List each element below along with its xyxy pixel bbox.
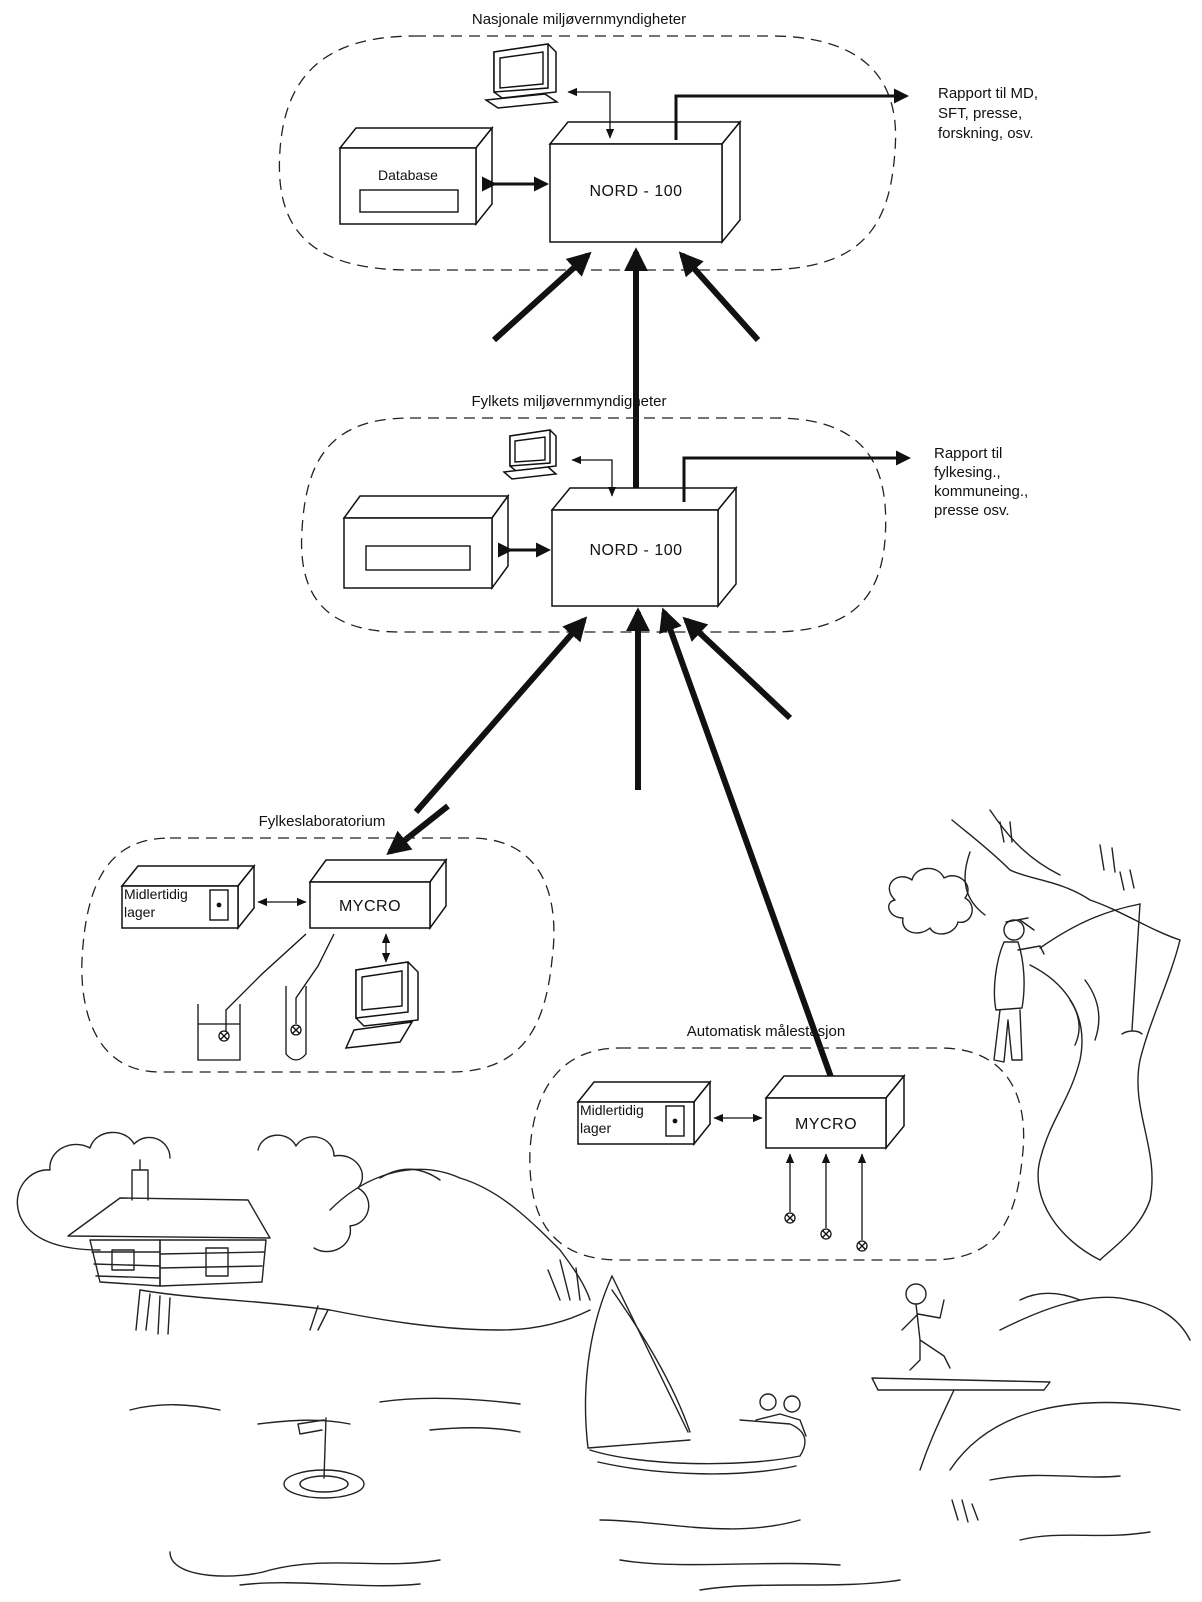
national-group: Nasjonale miljøvernmyndigheter Database …: [278, 11, 1038, 271]
station-computer-label: MYCRO: [795, 1116, 857, 1133]
lab-mycro-box: MYCRO: [308, 857, 448, 931]
arrows-to-county: [386, 607, 835, 1082]
svg-text:kommuneing.,: kommuneing.,: [934, 483, 1028, 500]
station-storage-box: Midlertidig lager: [576, 1079, 712, 1147]
lab-group: Fylkeslaboratorium Midlertidig lager MYC…: [81, 813, 555, 1073]
station-group: Automatisk målestasjon Midlertidig lager…: [529, 1023, 1025, 1261]
county-terminal-icon: [502, 429, 558, 480]
county-nord100-box: NORD - 100: [550, 485, 738, 609]
national-nord100-box: NORD - 100: [548, 119, 742, 245]
svg-text:Midlertidig: Midlertidig: [124, 886, 188, 902]
diver-figure-icon: [871, 1283, 1051, 1471]
national-report-text: Rapport til MD, SFT, presse, forskning, …: [938, 85, 1038, 142]
station-group-outline: [529, 1047, 1025, 1261]
county-group-outline: [300, 417, 887, 633]
svg-text:fylkesing.,: fylkesing.,: [934, 464, 1001, 481]
fisherman-figure-icon: [993, 903, 1143, 1063]
county-report-text: Rapport til fylkesing., kommuneing., pre…: [934, 445, 1028, 519]
svg-text:Rapport til MD,: Rapport til MD,: [938, 85, 1038, 102]
county-group: Fylkets miljøvernmyndigheter NORD - 100 …: [300, 393, 1028, 633]
national-group-title: Nasjonale miljøvernmyndigheter: [472, 11, 686, 28]
svg-text:lager: lager: [124, 904, 155, 920]
svg-text:forskning, osv.: forskning, osv.: [938, 125, 1034, 142]
svg-text:Rapport til: Rapport til: [934, 445, 1002, 462]
national-group-outline: [278, 35, 897, 271]
county-report-arrow: [682, 450, 911, 502]
national-terminal-icon: [483, 43, 560, 109]
svg-text:Midlertidig: Midlertidig: [580, 1102, 644, 1118]
svg-text:lager: lager: [580, 1120, 611, 1136]
county-storage-box: [342, 493, 510, 591]
station-sensor-icons: [784, 1153, 868, 1252]
lab-test-tube-icon: [285, 933, 335, 1061]
national-report-arrow: [674, 88, 909, 140]
station-group-title: Automatisk målestasjon: [687, 1023, 845, 1040]
arrows-to-national: [491, 247, 761, 505]
database-label: Database: [378, 167, 438, 183]
sailboat-icon: [584, 1275, 807, 1475]
lab-terminal-icon: [344, 961, 419, 1049]
buoy-flag-icon: [283, 1417, 365, 1499]
lab-group-title: Fylkeslaboratorium: [259, 813, 386, 830]
county-terminal-link: [571, 455, 617, 497]
svg-text:presse osv.: presse osv.: [934, 502, 1010, 519]
water-lines: [129, 1397, 1151, 1591]
cabin-icon: [67, 1159, 271, 1287]
county-group-title: Fylkets miljøvernmyndigheter: [471, 393, 666, 410]
database-box: Database: [338, 125, 494, 227]
county-computer-label: NORD - 100: [589, 542, 682, 559]
lab-sample-beaker-icon: [197, 933, 307, 1061]
landscape-illustration: [16, 809, 1191, 1591]
national-terminal-link: [567, 87, 615, 139]
lab-storage-box: Midlertidig lager: [120, 863, 256, 931]
svg-text:SFT, presse,: SFT, presse,: [938, 105, 1022, 122]
station-mycro-box: MYCRO: [764, 1073, 906, 1151]
national-computer-label: NORD - 100: [589, 183, 682, 200]
lab-computer-label: MYCRO: [339, 898, 401, 915]
lab-group-outline: [81, 837, 555, 1073]
